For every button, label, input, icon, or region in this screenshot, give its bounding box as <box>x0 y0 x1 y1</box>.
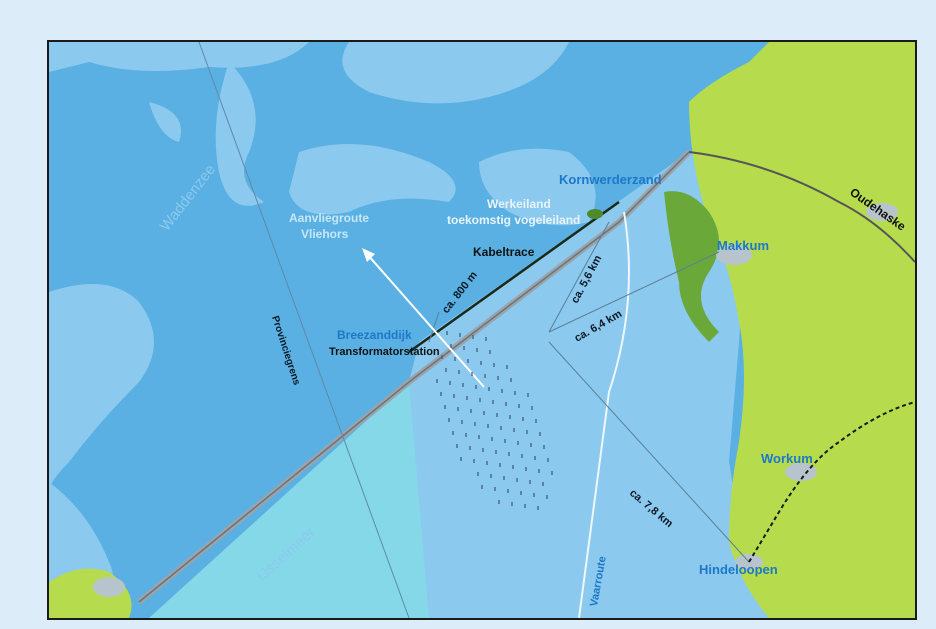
vaarroute-line <box>578 211 630 618</box>
werkeiland <box>587 209 603 219</box>
provinciegrens-line <box>198 42 410 618</box>
label-kornwerderzand: Kornwerderzand <box>559 172 662 187</box>
label-hindeloopen: Hindeloopen <box>699 562 778 577</box>
label-aanvliegroute-1: Aanvliegroute <box>289 211 369 225</box>
towns <box>93 203 898 597</box>
windpark-turbines <box>436 331 553 510</box>
sandbanks <box>49 42 596 618</box>
label-werkeiland-2: toekomstig vogeleiland <box>447 213 580 227</box>
distance-lines <box>428 221 750 563</box>
aanvliegroute-arrow <box>362 248 485 388</box>
label-makkum: Makkum <box>717 238 769 253</box>
ijsselmeer-water <box>149 382 429 618</box>
shallow-water-east <box>349 152 769 618</box>
label-werkeiland-1: Werkeiland <box>487 197 551 211</box>
label-breezanddijk: Breezanddijk <box>337 328 412 342</box>
label-transformatorstation: Transformatorstation <box>329 346 440 358</box>
label-workum: Workum <box>761 451 813 466</box>
road-oudehaske <box>688 151 915 263</box>
kabeltrace-line <box>408 200 620 354</box>
map-canvas: Waddenzee IJsselmeer Vaarroute Kornwerde… <box>49 42 915 618</box>
map-frame: Waddenzee IJsselmeer Vaarroute Kornwerde… <box>47 40 917 620</box>
label-aanvliegroute-2: Vliehors <box>301 227 349 241</box>
makkum-land <box>664 191 719 342</box>
friesland-land <box>689 42 915 618</box>
label-kabeltrace: Kabeltrace <box>473 245 535 259</box>
dashed-route <box>748 401 915 563</box>
